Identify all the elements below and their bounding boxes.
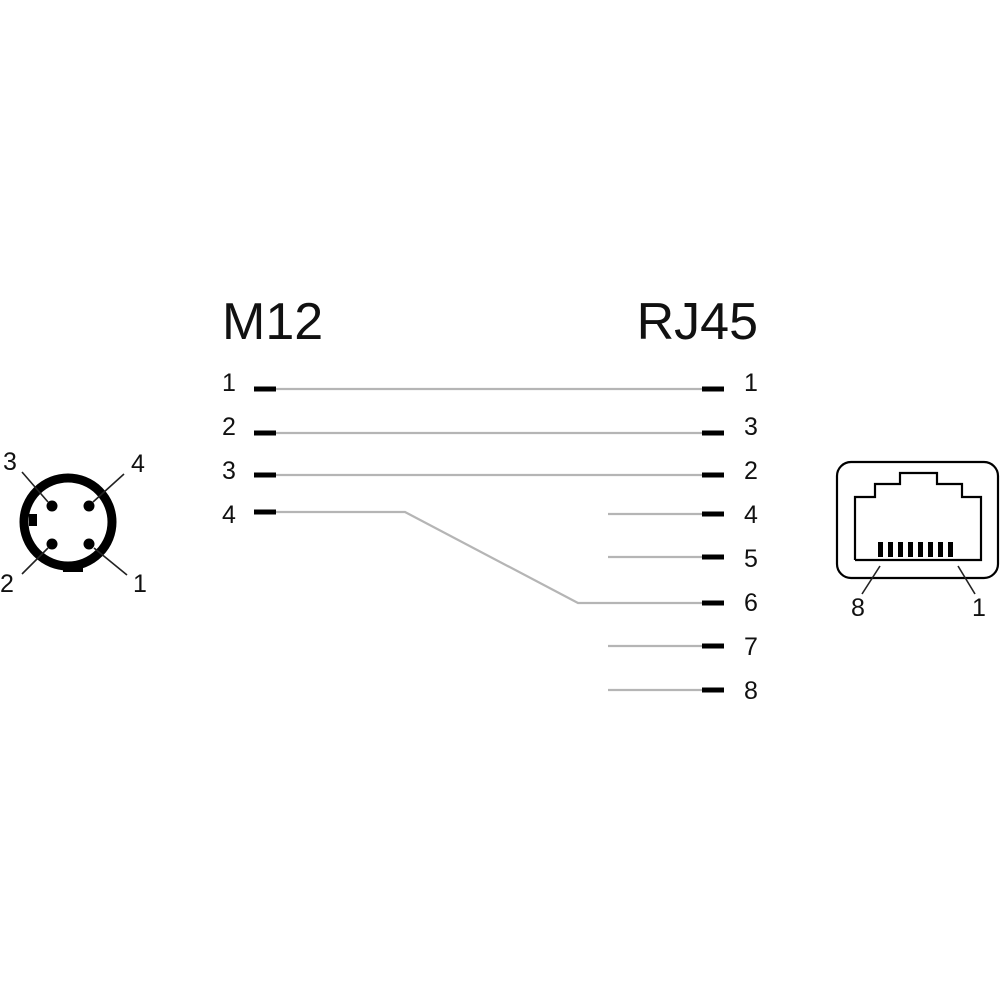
rj45-face-label-1: 1	[972, 594, 986, 622]
m12-pin-2-contact	[46, 538, 58, 550]
m12-pin-label-1: 1	[222, 369, 236, 397]
m12-bottom-key	[63, 562, 83, 572]
rj45-pin-label-row-1: 1	[744, 369, 758, 397]
wire-m12-4-to-rj45-6	[276, 510, 702, 605]
m12-face-label-4: 4	[131, 450, 145, 478]
m12-face-label-1: 1	[133, 570, 147, 598]
rj45-header: RJ45	[637, 293, 758, 351]
rj45-leader-8	[861, 565, 881, 595]
rj45-pin-label-row-3: 2	[744, 457, 758, 485]
m12-pin-1-contact	[83, 538, 95, 550]
rj45-jack-face-icon	[835, 460, 1000, 595]
m12-connector-face-icon	[19, 471, 128, 576]
rj45-pin-label-row-5: 5	[744, 545, 758, 573]
rj45-face-label-8: 8	[851, 594, 865, 622]
m12-face-label-2: 2	[0, 570, 14, 598]
rj45-leader-1	[957, 565, 976, 595]
m12-pin-label-4: 4	[222, 501, 236, 529]
m12-leader-3	[21, 471, 49, 503]
m12-face-label-3: 3	[3, 448, 17, 476]
m12-coding-key	[29, 514, 37, 526]
m12-pin-label-3: 3	[222, 457, 236, 485]
m12-leader-4	[92, 473, 125, 503]
m12-pin-3-contact	[46, 500, 58, 512]
m12-leader-2	[21, 547, 49, 575]
rj45-pin-label-row-6: 6	[744, 589, 758, 617]
rj45-pin-label-row-8: 8	[744, 677, 758, 705]
rj45-contacts	[878, 542, 953, 557]
rj45-pin-label-row-4: 4	[744, 501, 758, 529]
m12-pin-4-contact	[83, 500, 95, 512]
m12-header: M12	[222, 293, 323, 351]
m12-pin-label-2: 2	[222, 413, 236, 441]
m12-leader-1	[93, 547, 128, 576]
rj45-pin-label-row-7: 7	[744, 633, 758, 661]
rj45-pin-label-row-2: 3	[744, 413, 758, 441]
